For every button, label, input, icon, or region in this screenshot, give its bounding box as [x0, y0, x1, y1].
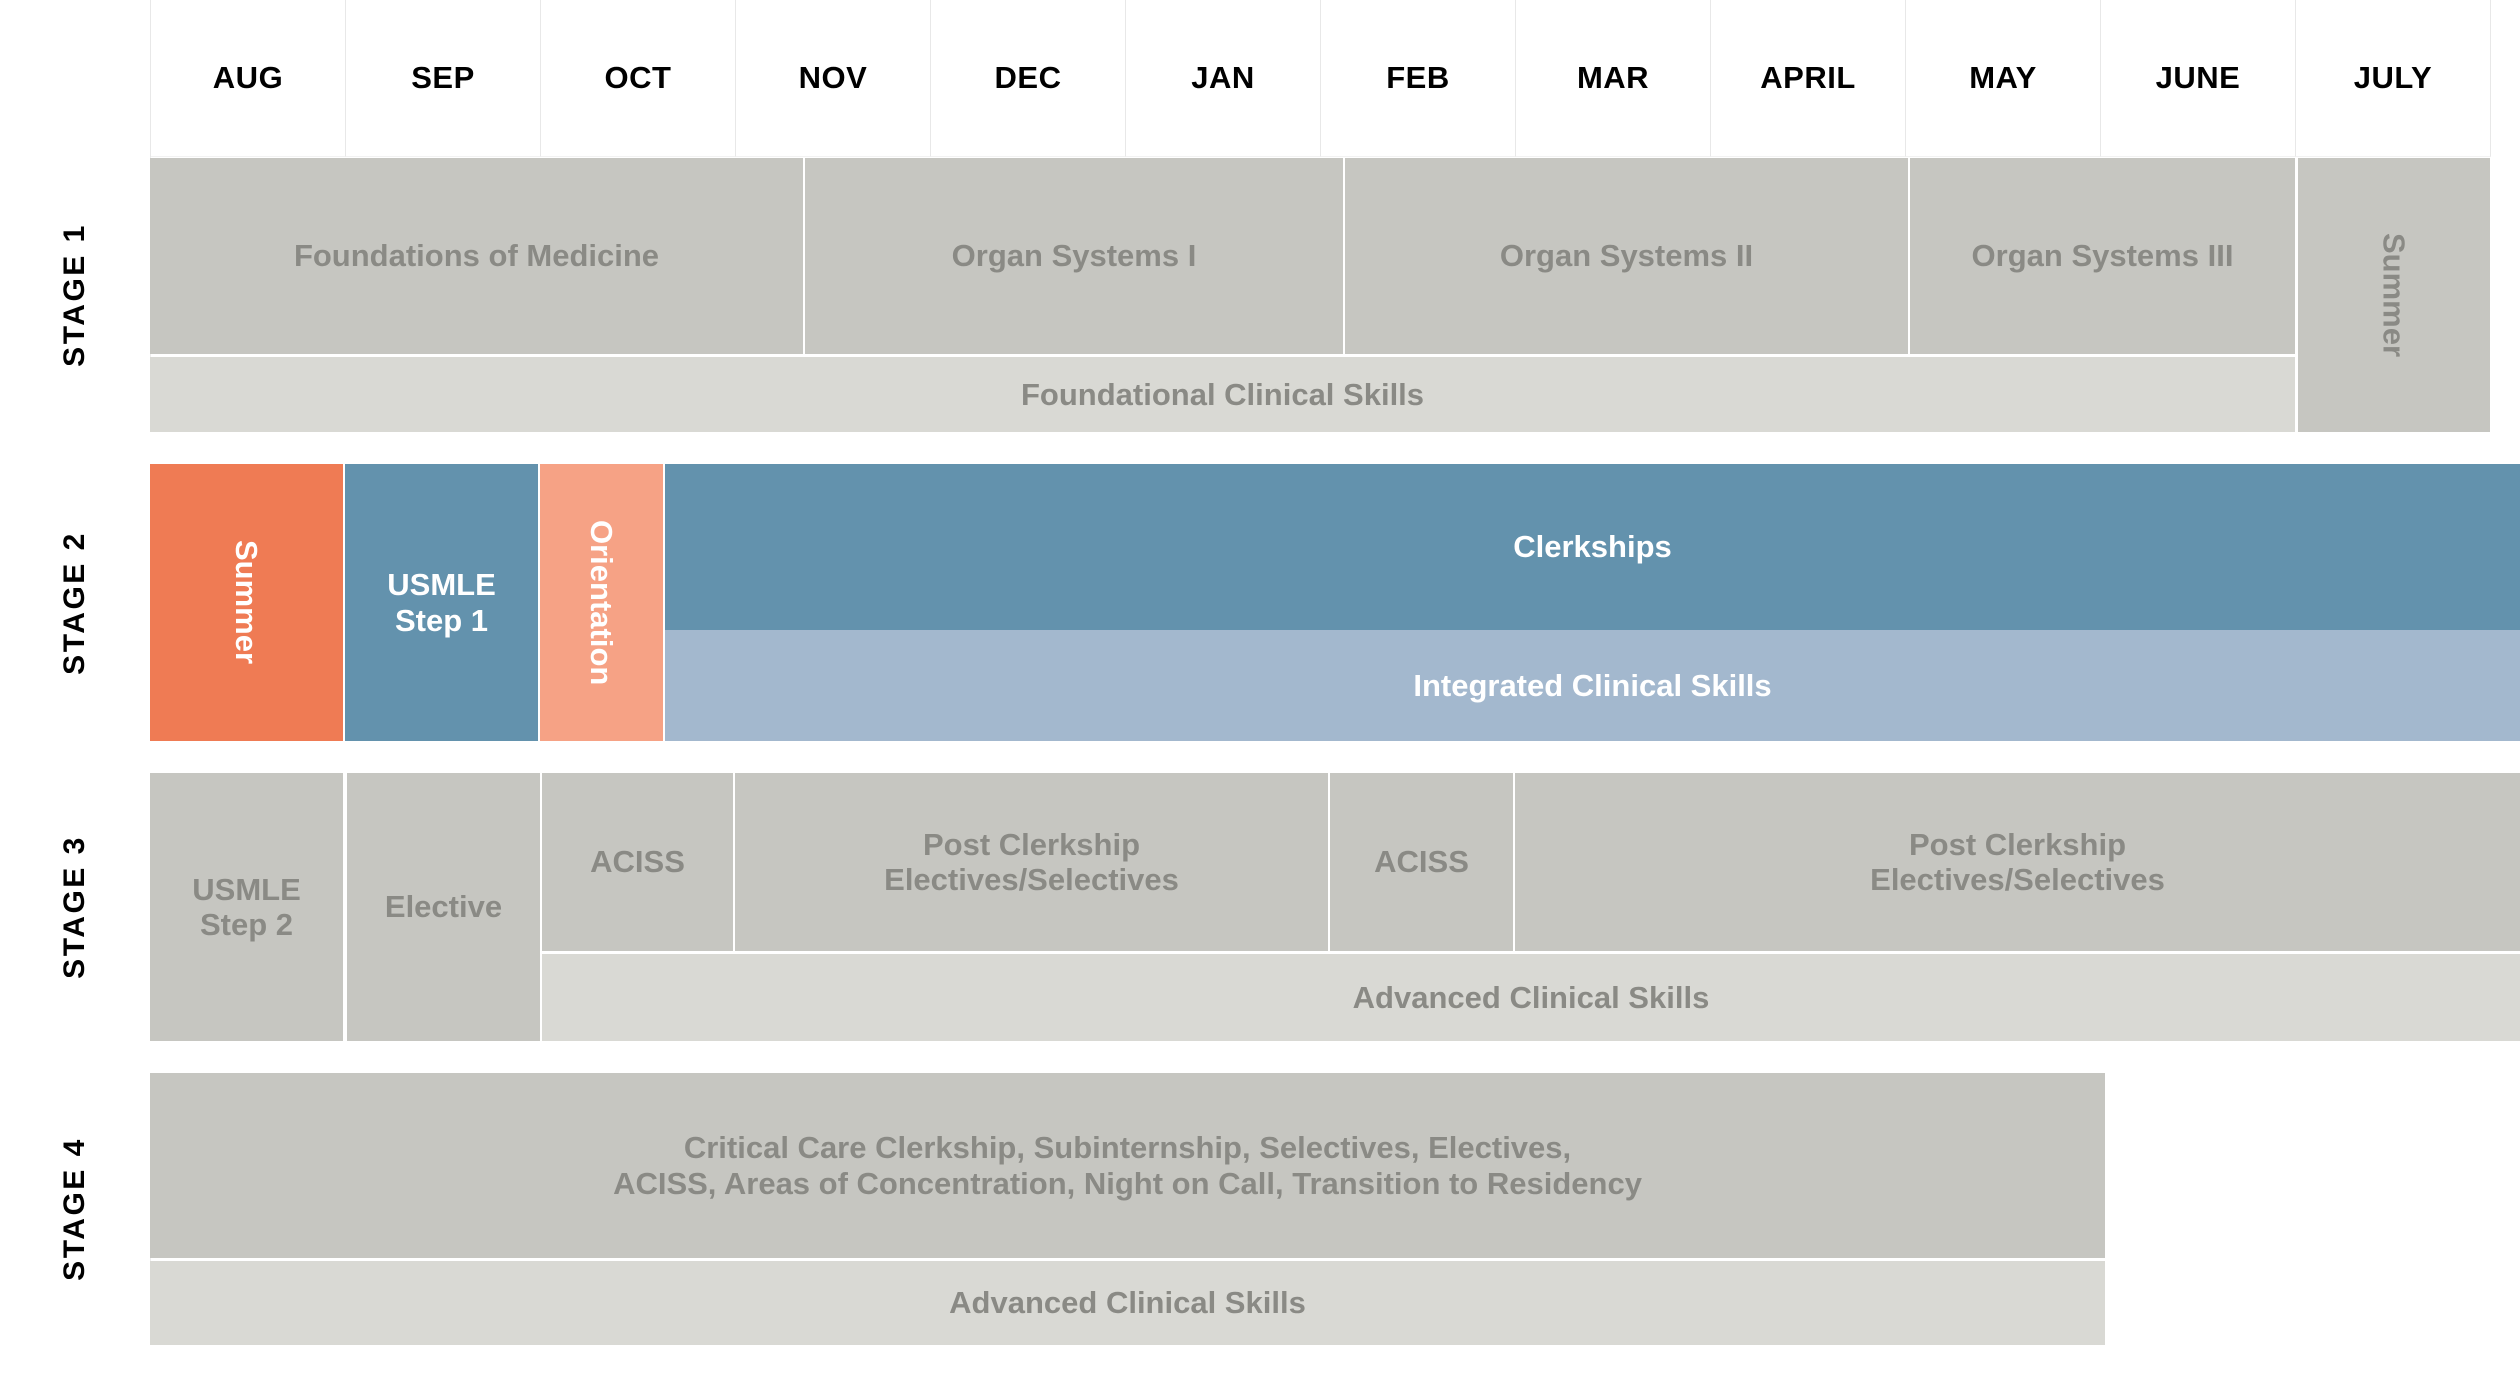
- stage4-advanced-clinical-skills[interactable]: Advanced Clinical Skills: [150, 1261, 2105, 1345]
- stage2-orientation[interactable]: Orientation: [540, 464, 665, 741]
- stage3-post-clerkship-1-line2: Electives/Selectives: [884, 862, 1179, 897]
- stage2-usmle-step-1-line1: USMLE: [387, 567, 496, 603]
- stage3-advanced-clinical-skills[interactable]: Advanced Clinical Skills: [542, 954, 2520, 1041]
- stage-label-4: STAGE 4: [0, 1073, 151, 1345]
- stage2-usmle-step-1[interactable]: USMLE Step 1: [345, 464, 540, 741]
- stage4-activities-line1: Critical Care Clerkship, Subinternship, …: [683, 1130, 1572, 1166]
- stage-label-4-text: STAGE 4: [57, 1137, 91, 1281]
- stage1-organ-systems-1[interactable]: Organ Systems I: [805, 158, 1345, 354]
- month-header-feb: FEB: [1321, 0, 1516, 157]
- stage3-elective[interactable]: Elective: [347, 773, 540, 1041]
- stage3-post-clerkship-electives-selectives-2[interactable]: Post Clerkship Electives/Selectives: [1515, 773, 2520, 951]
- month-header-nov: NOV: [736, 0, 931, 157]
- stage1-organ-systems-3[interactable]: Organ Systems III: [1910, 158, 2295, 354]
- stage3-usmle-step-2-line1: USMLE: [192, 871, 301, 907]
- stage-label-2: STAGE 2: [0, 464, 151, 741]
- stage1-foundational-clinical-skills[interactable]: Foundational Clinical Skills: [150, 357, 2295, 432]
- stage3-post-clerkship-2-line1: Post Clerkship: [1908, 826, 2127, 862]
- stage2-integrated-clinical-skills[interactable]: Integrated Clinical Skills: [665, 630, 2520, 741]
- stage-label-3: STAGE 3: [0, 773, 151, 1041]
- month-header-april: APRIL: [1711, 0, 1906, 157]
- month-header-sep: SEP: [346, 0, 541, 157]
- stage-label-1-text: STAGE 1: [57, 222, 91, 367]
- month-header-jan: JAN: [1126, 0, 1321, 157]
- stage2-clerkships[interactable]: Clerkships: [665, 464, 2520, 630]
- month-header-mar: MAR: [1516, 0, 1711, 157]
- stage3-post-clerkship-1-line1: Post Clerkship: [922, 826, 1141, 862]
- stage1-organ-systems-2[interactable]: Organ Systems II: [1345, 158, 1910, 354]
- stage2-summer[interactable]: Summer: [150, 464, 345, 741]
- stage3-aciss-2[interactable]: ACISS: [1330, 773, 1515, 951]
- month-header-july: JULY: [2296, 0, 2491, 157]
- month-header-dec: DEC: [931, 0, 1126, 157]
- month-header-aug: AUG: [151, 0, 346, 157]
- stage3-aciss-1[interactable]: ACISS: [542, 773, 735, 951]
- month-header-june: JUNE: [2101, 0, 2296, 157]
- stage4-activities[interactable]: Critical Care Clerkship, Subinternship, …: [150, 1073, 2105, 1258]
- stage-label-2-text: STAGE 2: [57, 530, 91, 675]
- month-header-oct: OCT: [541, 0, 736, 157]
- stage3-post-clerkship-electives-selectives-1[interactable]: Post Clerkship Electives/Selectives: [735, 773, 1330, 951]
- month-header-may: MAY: [1906, 0, 2101, 157]
- stage1-foundations-of-medicine[interactable]: Foundations of Medicine: [150, 158, 805, 354]
- stage2-usmle-step-1-line2: Step 1: [394, 602, 489, 638]
- stage3-usmle-step-2[interactable]: USMLE Step 2: [150, 773, 345, 1041]
- stage4-activities-line2: ACISS, Areas of Concentration, Night on …: [613, 1165, 1642, 1201]
- stage-label-1: STAGE 1: [0, 157, 151, 432]
- stage3-post-clerkship-2-line2: Electives/Selectives: [1870, 862, 2165, 897]
- stage3-usmle-step-2-line2: Step 2: [199, 907, 294, 942]
- month-header-row: AUG SEP OCT NOV DEC JAN FEB MAR APRIL MA…: [150, 0, 2491, 157]
- stage-label-3-text: STAGE 3: [57, 835, 91, 979]
- stage1-summer[interactable]: Summer: [2298, 158, 2490, 432]
